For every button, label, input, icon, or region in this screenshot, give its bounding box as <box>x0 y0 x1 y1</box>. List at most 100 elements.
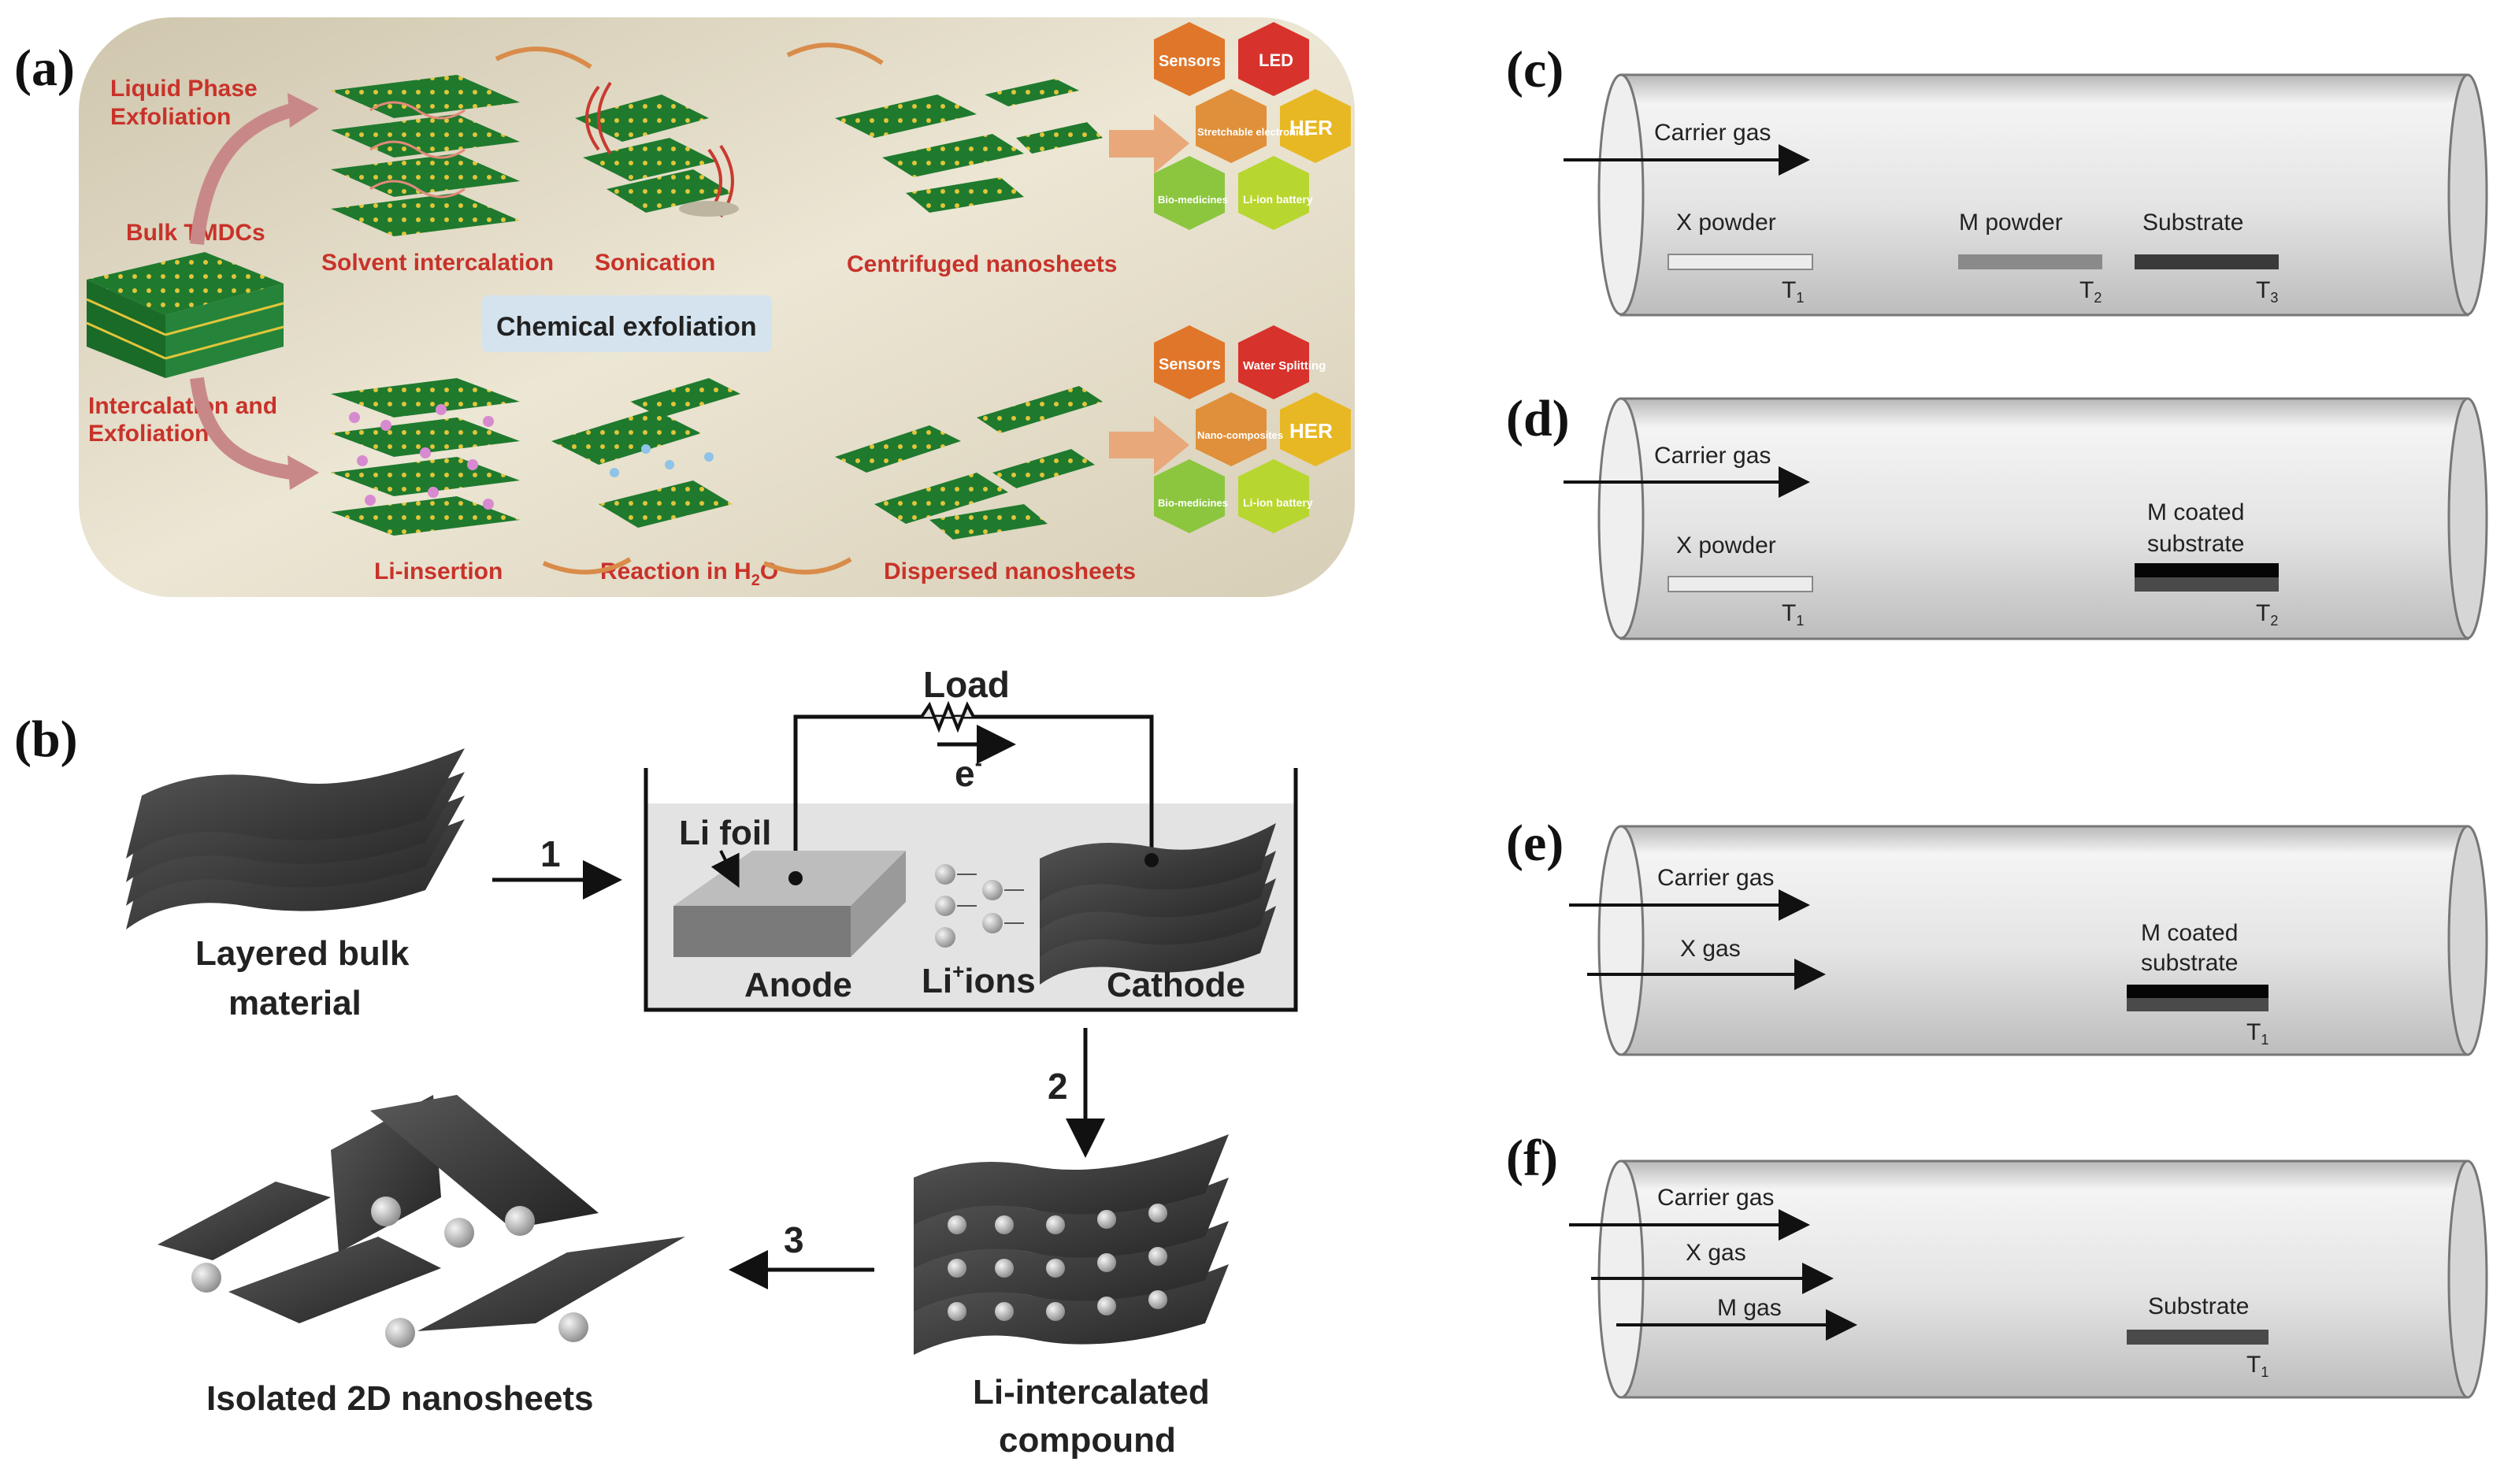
x-powder-boat <box>1667 576 1813 592</box>
m-coated-substrate <box>2127 998 2268 1011</box>
cell-container <box>644 768 1298 1012</box>
temp-t2: T2 <box>2256 600 2278 629</box>
panel-b-label: (b) <box>14 710 78 768</box>
li-insertion-sheets <box>331 378 520 536</box>
m-coating <box>2127 985 2268 998</box>
hex-sensors-top: Sensors <box>1159 53 1221 70</box>
layered-bulk-stack <box>126 748 465 929</box>
hex-nanocomposites: Nano-composites <box>1197 429 1283 441</box>
chemical-exfoliation-label: Chemical exfoliation <box>496 312 757 342</box>
panel-a-label: (a) <box>14 39 75 97</box>
hex-li-ion-top: Li-ion battery <box>1243 193 1313 206</box>
m-gas-label: M gas <box>1717 1295 1782 1321</box>
electrochemical-cell: Load e- Li foil Anode Li+ions <box>644 664 1298 1012</box>
tube-outlet <box>2447 73 2488 316</box>
panel-b: (b) Layered bulk material 1 Load e- <box>14 664 1298 1460</box>
electron-label: e- <box>955 751 982 794</box>
tube-inlet <box>1597 825 1645 1056</box>
substrate <box>2127 1330 2268 1345</box>
substrate <box>2135 254 2279 269</box>
anode-label: Anode <box>744 966 852 1004</box>
to-applications-arrow-top <box>1109 114 1189 173</box>
li-foil-side <box>851 851 906 957</box>
hex-stretchable: Stretchable electronics <box>1197 126 1310 138</box>
temp-t1: T1 <box>1782 600 1804 629</box>
x-powder-label: X powder <box>1676 532 1776 558</box>
isolated-nanosheets-label: Isolated 2D nanosheets <box>206 1379 593 1418</box>
solvent-intercalation-sheets <box>331 75 520 236</box>
chemical-exfoliation-box <box>482 295 772 352</box>
load-label: Load <box>923 664 1010 705</box>
lpe-title-line2: Exfoliation <box>110 104 231 130</box>
isolated-nanosheets <box>158 1095 685 1348</box>
li-insertion-label: Li-insertion <box>374 558 503 584</box>
hex-li-ion-bottom: Li-ion battery <box>1243 496 1313 509</box>
m-powder-label: M powder <box>1959 210 2063 236</box>
step-arrow-3 <box>542 557 632 575</box>
x-powder-label: X powder <box>1676 210 1776 236</box>
cathode-stack <box>1040 823 1276 985</box>
tube-outlet <box>2447 1159 2488 1399</box>
temp-t1: T1 <box>2246 1352 2268 1380</box>
li-foil-front <box>673 906 851 957</box>
hex-her-bottom: HER <box>1289 419 1333 443</box>
reaction-sheets <box>551 378 740 528</box>
temp-t1: T1 <box>1782 277 1804 306</box>
tube-outlet <box>2447 825 2488 1056</box>
lpe-title-line1: Liquid Phase <box>110 76 258 102</box>
applications-hexagons-bottom: Sensors Water Splitting Nano-composites … <box>1154 325 1351 533</box>
hex-led: LED <box>1259 50 1293 70</box>
carrier-gas-label: Carrier gas <box>1654 443 1771 469</box>
layered-bulk-line2: material <box>228 984 362 1022</box>
temp-t1: T1 <box>2246 1019 2268 1048</box>
panel-c: (c) Carrier gas X powder M powder Substr… <box>1506 41 2488 317</box>
panel-f: (f) Carrier gas X gas M gas Substrate T1 <box>1506 1130 2488 1399</box>
panel-a: (a) Liquid Phase Exfoliation Bulk TMDCs … <box>14 17 1355 597</box>
sonication-label: Sonication <box>595 250 715 276</box>
hex-biomedicines-top: Bio-medicines <box>1158 194 1228 206</box>
li-foil-label: Li foil <box>679 814 771 852</box>
to-applications-arrow-bottom <box>1109 416 1189 474</box>
load-resistor <box>920 700 975 733</box>
centrifuged-label: Centrifuged nanosheets <box>847 251 1117 277</box>
hex-biomedicines-bottom: Bio-medicines <box>1158 497 1228 509</box>
panel-e: (e) Carrier gas X gas M coated substrate… <box>1506 814 2488 1056</box>
tube-outlet <box>2447 397 2488 640</box>
panel-e-label: (e) <box>1506 814 1564 872</box>
step-arrow-1 <box>495 46 592 69</box>
li-compound-line1: Li-intercalated <box>973 1373 1210 1412</box>
x-gas-label: X gas <box>1686 1240 1746 1266</box>
cathode-label: Cathode <box>1107 966 1245 1004</box>
carrier-gas-label: Carrier gas <box>1654 120 1771 146</box>
x-powder-boat <box>1667 254 1813 270</box>
intercalation-title-line2: Exfoliation <box>88 421 209 447</box>
li-ions <box>935 864 1024 948</box>
m-coated-line2: substrate <box>2147 531 2244 557</box>
sonication-sheets <box>575 81 739 218</box>
m-coated-line1: M coated <box>2147 499 2244 525</box>
bulk-tmdc-cube <box>86 252 284 378</box>
step2-label: 2 <box>1048 1066 1068 1107</box>
panel-f-label: (f) <box>1506 1130 1558 1187</box>
panel-d: (d) Carrier gas X powder M coated substr… <box>1506 390 2488 640</box>
m-coated-substrate <box>2135 577 2279 592</box>
m-coating <box>2135 563 2279 577</box>
li-ions-label: Li+ions <box>922 959 1036 1000</box>
step3-label: 3 <box>784 1219 804 1260</box>
panel-c-label: (c) <box>1506 41 1564 98</box>
substrate-label: Substrate <box>2148 1293 2249 1319</box>
tube-inlet <box>1597 397 1645 640</box>
solvent-intercalation-label: Solvent intercalation <box>321 250 554 276</box>
intercalation-flow-arrow <box>190 377 293 480</box>
step-arrow-4 <box>762 557 852 575</box>
substrate-label: Substrate <box>2142 210 2243 236</box>
temp-t3: T3 <box>2256 277 2278 306</box>
x-gas-label: X gas <box>1680 936 1741 962</box>
applications-hexagons-top: Sensors LED Stretchable electronics HER … <box>1154 22 1351 230</box>
li-intercalated-stack <box>914 1134 1229 1355</box>
dispersed-label: Dispersed nanosheets <box>884 558 1136 584</box>
lpe-flow-arrow <box>190 103 294 245</box>
tube-inlet <box>1597 73 1645 316</box>
step-arrow-2 <box>786 43 884 65</box>
